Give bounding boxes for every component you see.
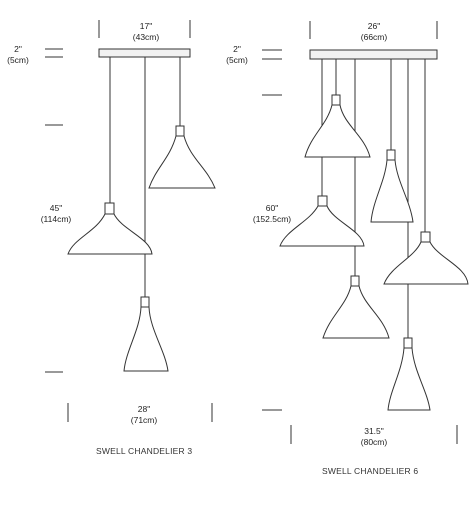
pendant [148,125,216,189]
canopy-width-in: 17" [139,21,153,31]
canopy-height-in: 2" [233,44,241,54]
overall-height-label: 60" (152.5cm) [247,203,297,225]
canopy-width-in: 26" [367,21,381,31]
pendant [322,275,390,339]
canopy-height-cm: (5cm) [7,55,29,65]
overall-height-label: 45" (114cm) [34,203,78,225]
pendant [279,195,365,247]
spread-width-in: 28" [137,404,151,414]
pendant [370,149,414,223]
canopy-width-label: 26" (66cm) [352,21,396,43]
canopy-width-cm: (66cm) [360,32,388,42]
canopy-height-cm: (5cm) [226,55,248,65]
overall-height-in: 45" [49,203,63,213]
chandelier-6-title: SWELL CHANDELIER 6 [322,466,419,476]
overall-height-cm: (114cm) [40,214,72,224]
canopy-6 [309,49,438,60]
chandelier-6-drawing [262,21,469,444]
spread-width-in: 31.5" [364,426,384,436]
spread-width-cm: (71cm) [130,415,158,425]
canopy-height-label: 2" (5cm) [221,44,253,66]
canopy-width-label: 17" (43cm) [124,21,168,43]
canopy-height-label: 2" (5cm) [2,44,34,66]
chandelier-3-title: SWELL CHANDELIER 3 [96,446,193,456]
pendant [304,94,371,158]
pendant [383,231,469,285]
overall-height-in: 60" [265,203,279,213]
canopy-3 [98,48,191,58]
canopy-height-in: 2" [14,44,22,54]
spread-width-label: 31.5" (80cm) [352,426,396,448]
overall-height-cm: (152.5cm) [252,214,292,224]
canopy-width-cm: (43cm) [132,32,160,42]
spread-width-label: 28" (71cm) [122,404,166,426]
chandelier-3-drawing [45,20,216,422]
pendant [67,202,153,255]
spread-width-cm: (80cm) [360,437,388,447]
pendant [387,337,431,411]
pendant [123,296,169,372]
